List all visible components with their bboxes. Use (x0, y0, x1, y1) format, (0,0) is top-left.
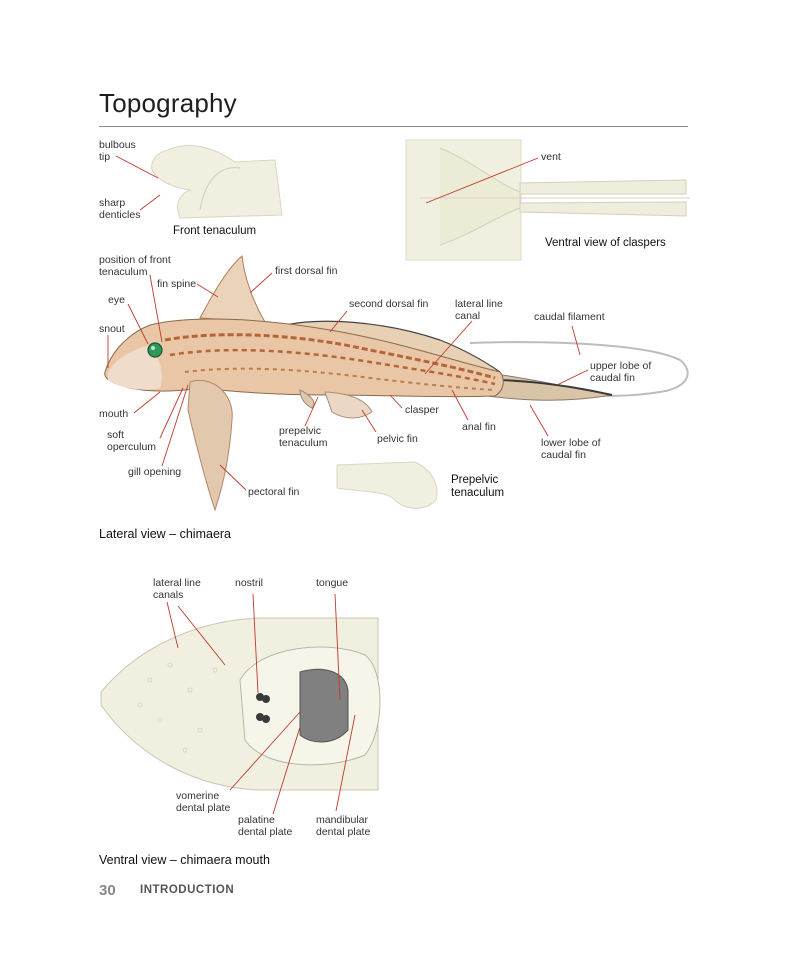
label-upper-lobe: upper lobe of caudal fin (590, 360, 652, 384)
front-tenaculum-drawing (151, 145, 283, 219)
label-sharp-denticles: sharp denticles (99, 197, 141, 221)
label-fin-spine: fin spine (157, 278, 197, 290)
claspers-drawing (405, 139, 690, 261)
label-lateral-line-canal: lateral line canal (455, 298, 503, 322)
label-pectoral-fin: pectoral fin (248, 486, 300, 498)
label-mouth: mouth (99, 408, 129, 420)
label-bulbous-tip: bulbous tip (99, 139, 136, 163)
caption-ventral-view: Ventral view – chimaera mouth (99, 853, 270, 867)
label-nostril: nostril (235, 577, 264, 589)
leader-lines (107, 155, 589, 815)
label-clasper: clasper (405, 404, 439, 416)
label-soft-operculum: soft operculum (107, 429, 157, 453)
label-palatine: palatine dental plate (238, 814, 293, 838)
label-caudal-filament: caudal filament (534, 311, 605, 323)
page-number: 30 (99, 882, 116, 899)
label-prepelvic-tenaculum: prepelvic tenaculum (279, 425, 328, 449)
label-lower-lobe: lower lobe of caudal fin (541, 437, 601, 461)
label-eye: eye (108, 294, 125, 306)
label-anal-fin: anal fin (462, 421, 496, 433)
label-lateral-line-canals: lateral line canals (153, 577, 201, 601)
label-second-dorsal-fin: second dorsal fin (349, 298, 429, 310)
label-mandibular: mandibular dental plate (316, 814, 371, 838)
caption-claspers: Ventral view of claspers (545, 237, 666, 249)
label-vent: vent (541, 151, 561, 163)
page-title: Topography (99, 88, 237, 118)
caption-lateral-view: Lateral view – chimaera (99, 527, 232, 541)
label-vomerine: vomerine dental plate (176, 790, 231, 814)
ventral-mouth-drawing (100, 617, 381, 791)
label-snout: snout (99, 323, 125, 335)
label-first-dorsal-fin: first dorsal fin (275, 265, 338, 277)
title-rule (99, 126, 688, 127)
label-pelvic-fin: pelvic fin (377, 433, 418, 445)
section-name: INTRODUCTION (140, 884, 235, 896)
label-gill-opening: gill opening (128, 466, 182, 478)
chimaera-lateral-drawing (104, 255, 689, 512)
caption-front-tenaculum: Front tenaculum (173, 225, 257, 237)
label-tongue: tongue (316, 577, 349, 589)
caption-prepelvic-tenaculum: Prepelvic tenaculum (451, 474, 505, 499)
label-position-front-tenaculum: position of front tenaculum (99, 254, 171, 278)
prepelvic-tenaculum-drawing (336, 461, 438, 509)
